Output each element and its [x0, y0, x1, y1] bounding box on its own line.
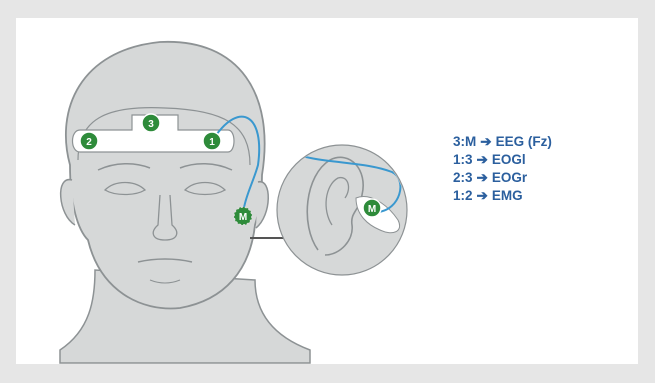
channel-legend: 3:M➔EEG (Fz) 1:3➔EOGl 2:3➔EOGr 1:2➔EMG: [453, 133, 552, 205]
electrode-2: 2: [80, 132, 98, 150]
svg-text:1: 1: [209, 137, 215, 148]
right-ear: [256, 182, 268, 228]
legend-channel: EEG (Fz): [496, 134, 552, 149]
svg-text:M: M: [239, 212, 247, 223]
arrow-icon: ➔: [480, 134, 491, 149]
arrow-icon: ➔: [477, 152, 488, 167]
electrode-m-ear: M: [363, 199, 381, 217]
arrow-icon: ➔: [477, 188, 488, 203]
svg-text:M: M: [368, 204, 376, 215]
electrode-m-head: M: [234, 207, 252, 225]
electrode-3: 3: [142, 114, 160, 132]
legend-row-eogl: 1:3 ➔ EOGl: [453, 151, 552, 169]
legend-pair: 3:M: [453, 134, 476, 149]
legend-row-eeg: 3:M ➔ EEG (Fz): [453, 133, 552, 151]
head-outline: [66, 42, 265, 309]
electrode-1: 1: [203, 132, 221, 150]
legend-channel: EOGr: [492, 170, 527, 185]
legend-channel: EMG: [492, 188, 523, 203]
legend-row-eogr: 2:3 ➔ EOGr: [453, 169, 552, 187]
svg-text:3: 3: [148, 119, 154, 130]
legend-row-emg: 1:2 ➔ EMG: [453, 187, 552, 205]
legend-pair: 1:2: [453, 188, 473, 203]
arrow-icon: ➔: [477, 170, 488, 185]
legend-channel: EOGl: [492, 152, 526, 167]
svg-text:2: 2: [86, 137, 92, 148]
legend-pair: 1:3: [453, 152, 473, 167]
legend-pair: 2:3: [453, 170, 473, 185]
